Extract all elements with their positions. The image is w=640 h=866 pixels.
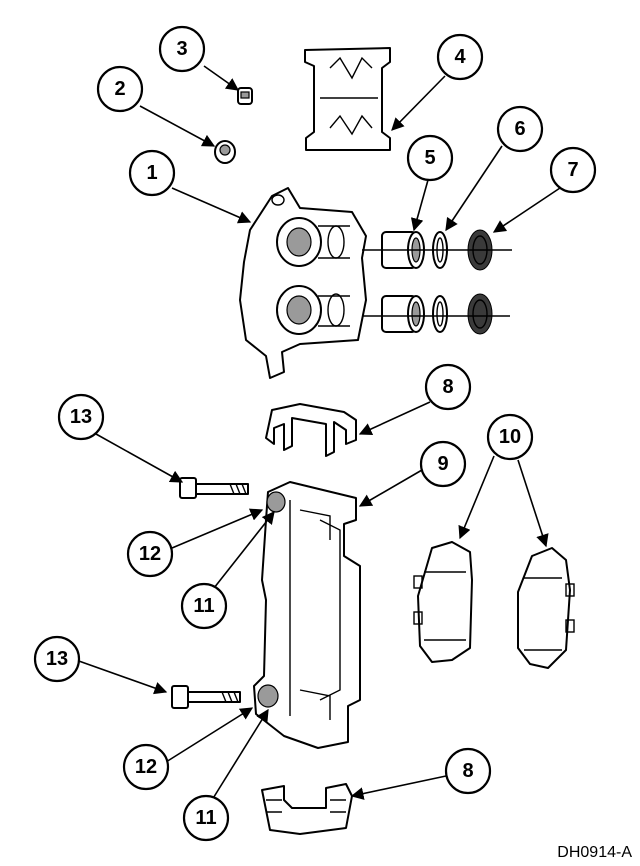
- dust-boot-part: [362, 229, 512, 335]
- leader-lines: [75, 65, 561, 801]
- piston-seal-part: [432, 231, 448, 333]
- callout-13-lower: 13: [33, 635, 81, 683]
- callout-8-upper: 8: [424, 363, 472, 411]
- callout-4-label: 4: [454, 46, 466, 68]
- callout-13-upper: 13: [57, 393, 105, 441]
- leader-12-upper: [171, 508, 264, 549]
- guide-pin-bolt-upper-part: [179, 477, 249, 499]
- callout-11-upper-label: 11: [193, 595, 214, 617]
- callout-9: 9: [419, 440, 467, 488]
- callout-12-upper-label: 12: [139, 543, 161, 565]
- callout-6: 6: [496, 105, 544, 153]
- leader-3: [203, 65, 240, 91]
- pad-spring-clip-lower-part: [261, 783, 353, 835]
- leader-1: [171, 187, 252, 224]
- leader-4: [391, 75, 446, 131]
- callout-8-lower-label: 8: [462, 760, 473, 782]
- bleeder-screw-part: [237, 87, 253, 105]
- callout-2: 2: [96, 65, 144, 113]
- callout-12-lower-label: 12: [135, 756, 157, 778]
- callout-7: 7: [549, 146, 597, 194]
- leader-10b: [517, 459, 549, 548]
- guide-pin-bolt-lower-part: [171, 685, 241, 709]
- callout-4: 4: [436, 33, 484, 81]
- callout-9-label: 9: [437, 453, 448, 475]
- callout-1-label: 1: [146, 162, 157, 184]
- leader-6: [445, 145, 503, 232]
- piston-part: [381, 231, 425, 333]
- leader-11-upper: [213, 510, 275, 589]
- leader-5: [410, 179, 429, 232]
- callout-8-lower: 8: [444, 747, 492, 795]
- callout-8-upper-label: 8: [442, 376, 453, 398]
- anchor-plate-part: [253, 481, 361, 749]
- brake-pad-outer-part: [517, 547, 575, 669]
- caliper-housing-part: [239, 187, 367, 379]
- pad-spring-clip-upper-part: [265, 403, 357, 457]
- leader-13-upper: [95, 433, 184, 483]
- anti-rattle-clip-part: [304, 47, 391, 151]
- leader-7: [492, 187, 561, 233]
- callout-12-upper: 12: [126, 530, 174, 578]
- callout-11-upper: 11: [180, 582, 228, 630]
- callout-7-label: 7: [567, 159, 578, 181]
- callout-5: 5: [406, 134, 454, 182]
- bleeder-cap-part: [214, 140, 236, 164]
- leader-8-upper: [358, 401, 431, 436]
- leader-13-lower: [75, 659, 168, 695]
- callout-6-label: 6: [514, 118, 525, 140]
- callout-1: 1: [128, 149, 176, 197]
- leader-11-lower: [211, 708, 269, 801]
- callout-3-label: 3: [176, 38, 187, 60]
- brake-pad-inner-part: [413, 541, 473, 663]
- callout-3: 3: [158, 25, 206, 73]
- callout-13-lower-label: 13: [46, 648, 68, 670]
- callout-11-lower: 11: [182, 794, 230, 842]
- callout-2-label: 2: [114, 78, 125, 100]
- callout-5-label: 5: [424, 147, 435, 169]
- leader-2: [139, 105, 216, 147]
- callout-11-lower-label: 11: [195, 807, 216, 829]
- leader-12-lower: [165, 707, 254, 763]
- callout-12-lower: 12: [122, 743, 170, 791]
- leader-8-lower: [350, 775, 447, 800]
- callout-13-upper-label: 13: [70, 406, 92, 428]
- leader-9: [358, 469, 423, 507]
- leader-10a: [458, 455, 495, 540]
- callout-10: 10: [486, 413, 534, 461]
- figure-code: DH0914-A: [557, 844, 632, 861]
- callout-10-label: 10: [499, 426, 521, 448]
